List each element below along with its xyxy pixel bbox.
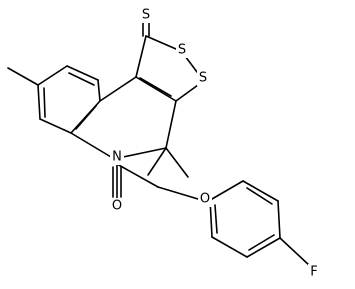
fluorine-label: F	[310, 265, 317, 280]
ring-nitrogen-atom: N	[110, 149, 124, 165]
benzo-inner-bond-d	[68, 72, 95, 86]
c-f-bond	[279, 237, 311, 267]
ether-oxygen-atom: O	[198, 191, 212, 207]
c-c-thione-bond	[135, 35, 147, 78]
benzo-bond-b	[37, 84, 41, 120]
atom-labels: S S S N O O F	[110, 7, 320, 280]
aryl-methyl-bond	[7, 67, 39, 86]
c-s-bond-upper	[145, 35, 177, 50]
o-aryl-bond	[211, 180, 244, 200]
aryl-bond-a	[242, 180, 279, 202]
benzo-bond-d	[66, 65, 99, 81]
ring-sulfur-lower-atom: S	[197, 70, 209, 86]
methyl-bond-b	[147, 147, 167, 176]
s-c-bond-lower	[175, 84, 199, 102]
c-c-ring-fusion-bond-a	[135, 76, 177, 102]
ring-sulfur-upper-label: S	[178, 43, 186, 58]
aryl-inner-bond-c	[248, 234, 275, 251]
carbonyl-oxygen-label: O	[112, 199, 122, 214]
benzo-bond-e	[97, 79, 101, 102]
methyl-bond-a	[165, 147, 189, 178]
c-ch2-bond	[116, 163, 159, 188]
s-s-bond	[184, 55, 198, 73]
thione-sulfur-label: S	[142, 8, 150, 23]
aryl-inner-bond-a	[246, 187, 273, 205]
c-c-gem-dimethyl-bond	[165, 100, 177, 149]
bond-lines	[7, 21, 311, 267]
aryl-bond-c	[246, 237, 281, 258]
c-c-ring-fusion-bond-b	[139, 77, 172, 97]
ether-oxygen-label: O	[200, 192, 210, 207]
benzo-bond-a	[39, 118, 72, 134]
fluorine-atom: F	[308, 264, 320, 280]
ring-nitrogen-label: N	[112, 150, 122, 165]
c-n-bond	[122, 147, 167, 158]
n-c-aromatic-bond	[70, 132, 112, 158]
thione-sulfur-atom: S	[140, 7, 152, 23]
benzo-inner-bond-f	[75, 105, 97, 130]
ring-sulfur-lower-label: S	[199, 71, 207, 86]
aryl-bond-b	[277, 200, 281, 239]
aryl-inner-bond-e	[214, 204, 218, 234]
benzo-bond-c	[37, 65, 68, 86]
c-c-quinoline-bond	[99, 76, 137, 102]
benzo-inner-bond-b	[43, 87, 46, 118]
carbonyl-oxygen-atom: O	[110, 198, 124, 214]
aryl-bond-d	[211, 236, 248, 258]
ch2-o-bond	[157, 186, 199, 200]
ring-sulfur-upper-atom: S	[176, 42, 188, 58]
